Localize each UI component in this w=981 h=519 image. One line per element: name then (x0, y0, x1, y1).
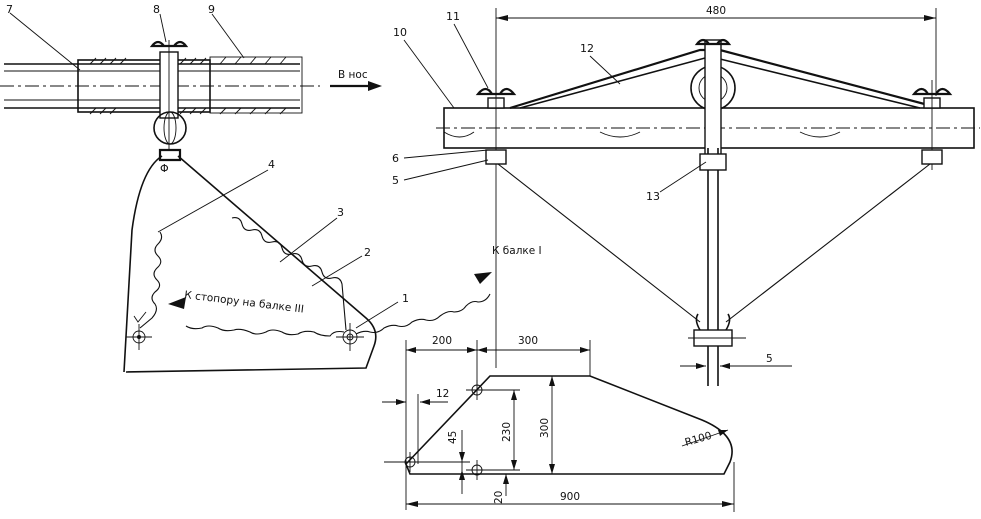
direction-arrow: В нос (330, 69, 382, 91)
to-beam-1-caption: К балке I (492, 245, 542, 257)
callout-10: 10 (393, 26, 407, 39)
dimensions-top-pattern: 200 300 (405, 335, 591, 510)
bracket-plate-side (123, 155, 377, 373)
dim-12: 12 (436, 388, 449, 400)
callout-11: 11 (446, 10, 460, 23)
callout-3: 3 (337, 206, 344, 219)
callout-7: 7 (6, 3, 13, 16)
dimension-480: 480 (495, 5, 937, 96)
callout-2: 2 (364, 246, 371, 259)
dim-45: 45 (447, 431, 459, 444)
dim-480: 480 (706, 5, 726, 17)
dim-900: 900 (560, 491, 580, 503)
beam-assembly (436, 38, 980, 386)
callout-6: 6 (392, 152, 399, 165)
to-stopper-caption: К стопору на балке III (184, 289, 305, 316)
svg-text:Φ: Φ (160, 162, 169, 175)
plate-pattern (404, 375, 733, 480)
callout-1: 1 (402, 292, 409, 305)
dim-300-top: 300 (518, 335, 538, 347)
dim-300-side: 300 (539, 418, 551, 438)
dim-20: 20 (493, 491, 505, 504)
callout-13: 13 (646, 190, 660, 203)
callout-12: 12 (580, 42, 594, 55)
dim-200: 200 (432, 335, 452, 347)
callout-5: 5 (392, 174, 399, 187)
lashing-wires (133, 217, 492, 337)
dimension-r100: R100 (681, 429, 729, 449)
dim-5: 5 (766, 353, 773, 365)
right-callouts: 10 11 12 6 5 13 (392, 10, 707, 203)
dimension-900: 900 (406, 462, 735, 512)
dimension-5: 5 (680, 352, 792, 374)
to-bow-caption: В нос (338, 69, 368, 81)
left-callouts: 7 8 9 4 3 2 1 К балке I К стопору на бал… (6, 3, 542, 329)
callout-4: 4 (268, 158, 275, 171)
callout-9: 9 (208, 3, 215, 16)
dimensions-vertical: 45 230 300 20 (384, 375, 590, 504)
dim-r100: R100 (684, 430, 714, 449)
dim-230: 230 (501, 422, 513, 442)
dimension-12: 12 (382, 388, 449, 464)
tube-assembly: Φ (0, 40, 320, 175)
callout-8: 8 (153, 3, 160, 16)
